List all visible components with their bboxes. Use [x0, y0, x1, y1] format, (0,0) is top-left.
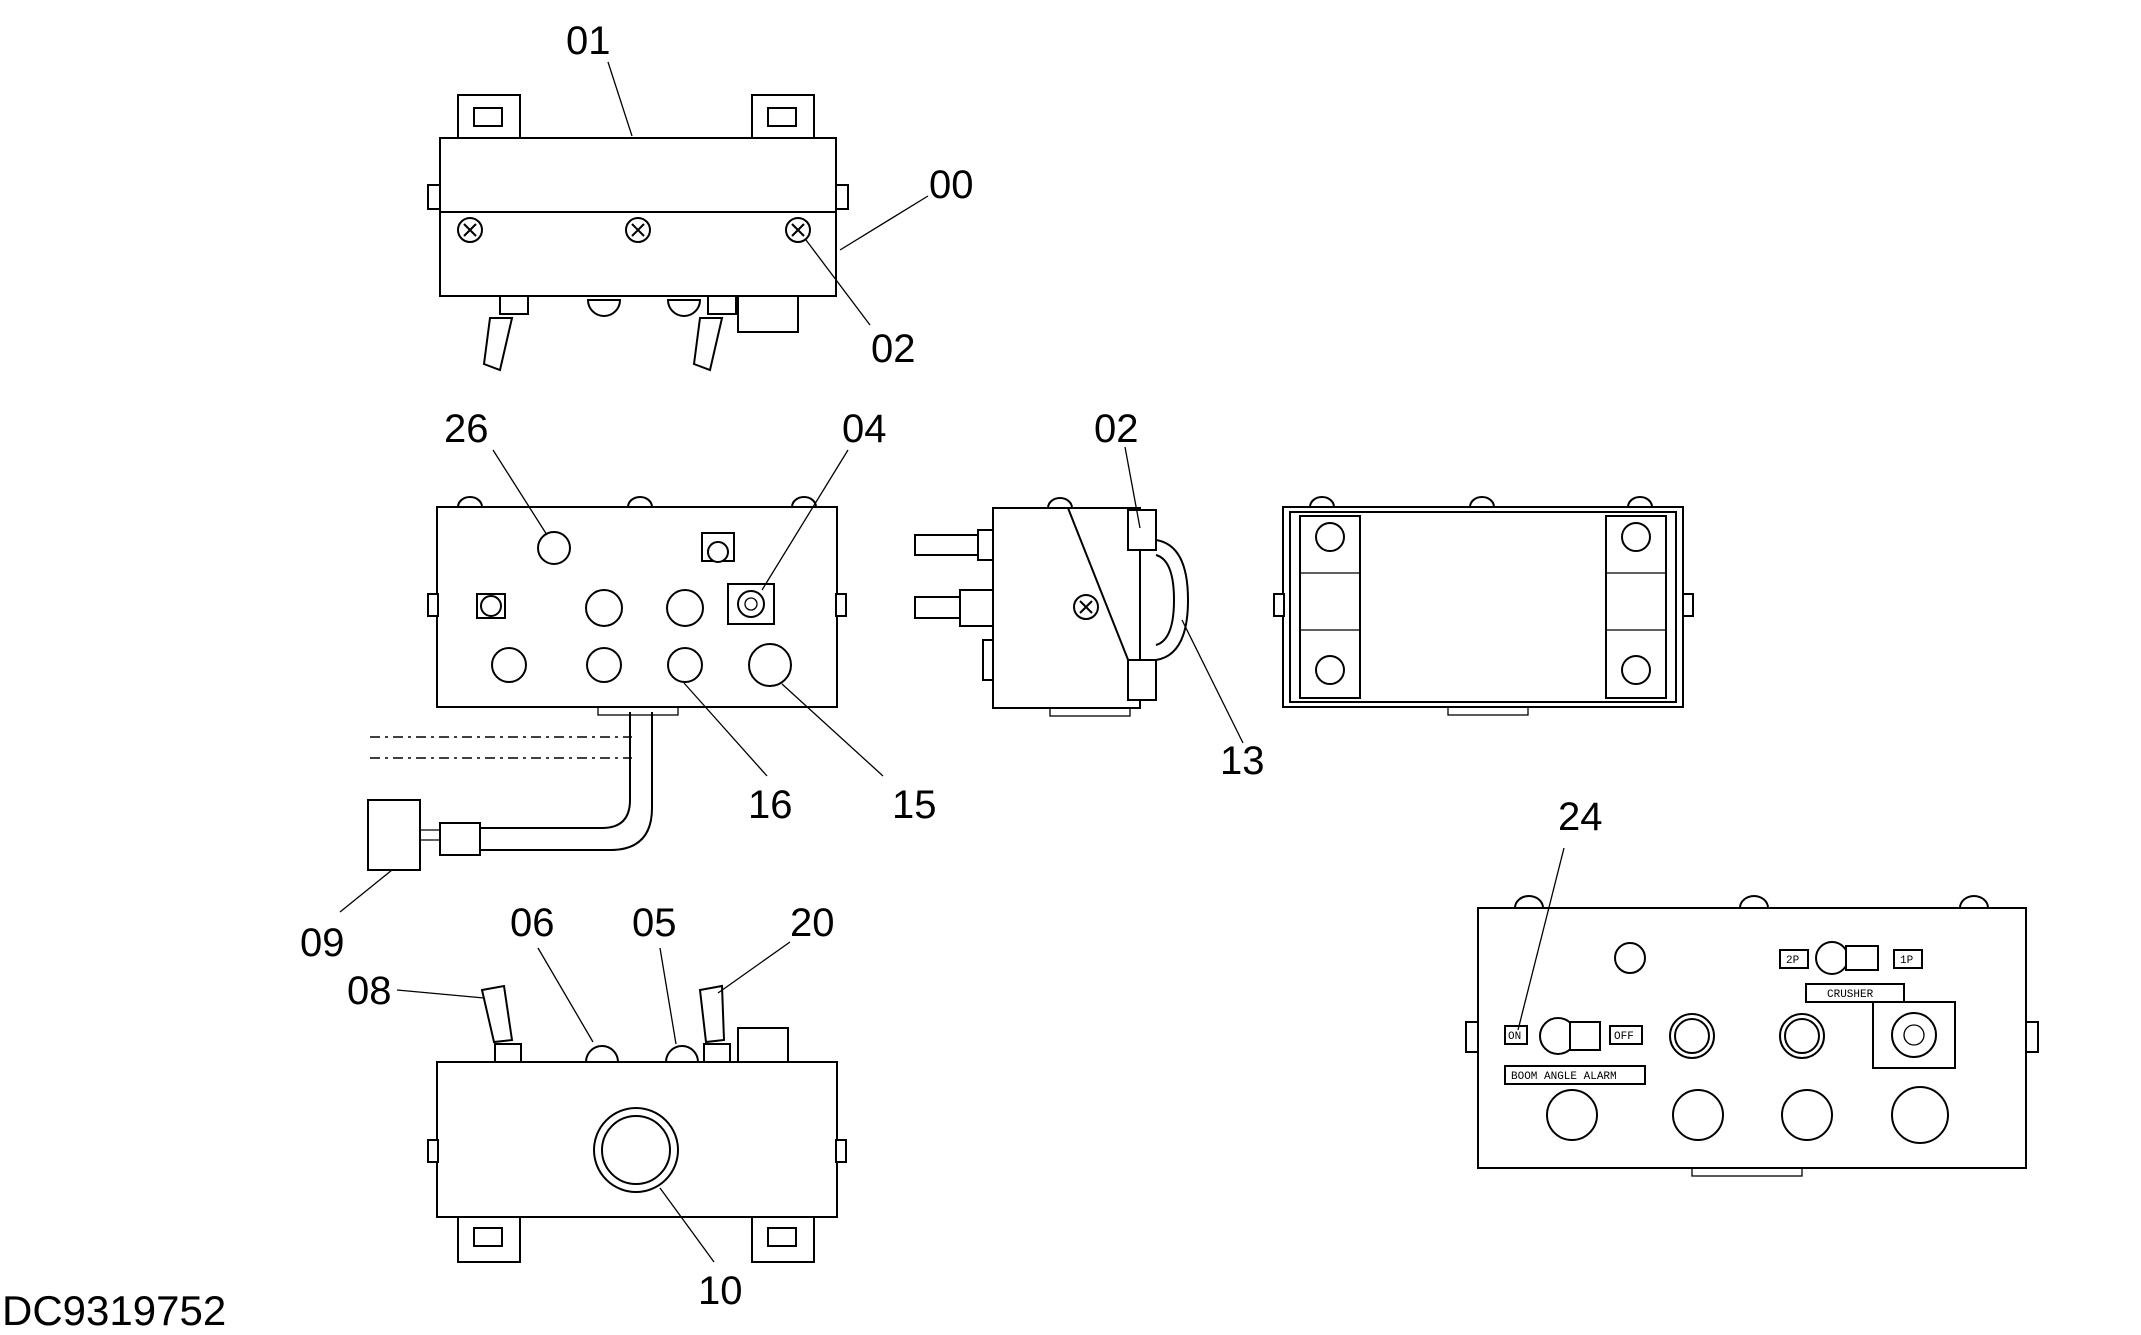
alt-front-panel-view: 2P 1P CRUSHER ON OFF BOOM ANGLE ALARM — [1465, 895, 2039, 1177]
label-boom-angle-alarm: BOOM ANGLE ALARM — [1511, 1071, 1617, 1083]
screw-icon — [785, 217, 811, 243]
label-crusher: CRUSHER — [1827, 989, 1874, 1001]
label-1p: 1P — [1900, 955, 1914, 967]
buzzer-icon — [727, 583, 775, 625]
callout-10: 10 — [698, 1269, 743, 1313]
callout-06: 06 — [510, 901, 555, 945]
toggle-switch-icon — [701, 532, 735, 563]
side-view — [914, 497, 1190, 717]
screw-icon — [625, 217, 651, 243]
callout-20: 20 — [790, 901, 835, 945]
callout-04: 04 — [842, 407, 887, 451]
label-on: ON — [1508, 1031, 1521, 1043]
callout-08: 08 — [347, 969, 392, 1013]
callout-09: 09 — [300, 921, 345, 965]
callout-05: 05 — [632, 901, 677, 945]
callout-16: 16 — [748, 783, 793, 827]
callout-02: 02 — [871, 327, 916, 371]
crusher-toggle-icon — [1815, 941, 1879, 975]
buzzer-icon — [1872, 1001, 1956, 1069]
screw-icon — [457, 217, 483, 243]
callout-24: 24 — [1558, 795, 1603, 839]
callout-13: 13 — [1220, 739, 1265, 783]
toggle-switch-icon — [476, 593, 506, 619]
bottom-view — [427, 984, 847, 1263]
back-view — [1273, 496, 1694, 716]
label-off: OFF — [1614, 1031, 1634, 1043]
callout-02: 02 — [1094, 407, 1139, 451]
callout-01: 01 — [566, 19, 611, 63]
callout-26: 26 — [444, 407, 489, 451]
alarm-toggle-icon — [1539, 1017, 1601, 1055]
leader-lines — [339, 61, 1565, 1263]
drawing-code: DC9319752 — [2, 1287, 226, 1334]
callout-labels: 01 00 02 26 04 02 13 16 15 09 06 05 20 0… — [300, 19, 1603, 1313]
callout-00: 00 — [929, 163, 974, 207]
callout-15: 15 — [892, 783, 937, 827]
front-panel-view — [367, 496, 847, 871]
top-view — [427, 94, 849, 372]
label-2p: 2P — [1786, 955, 1800, 967]
